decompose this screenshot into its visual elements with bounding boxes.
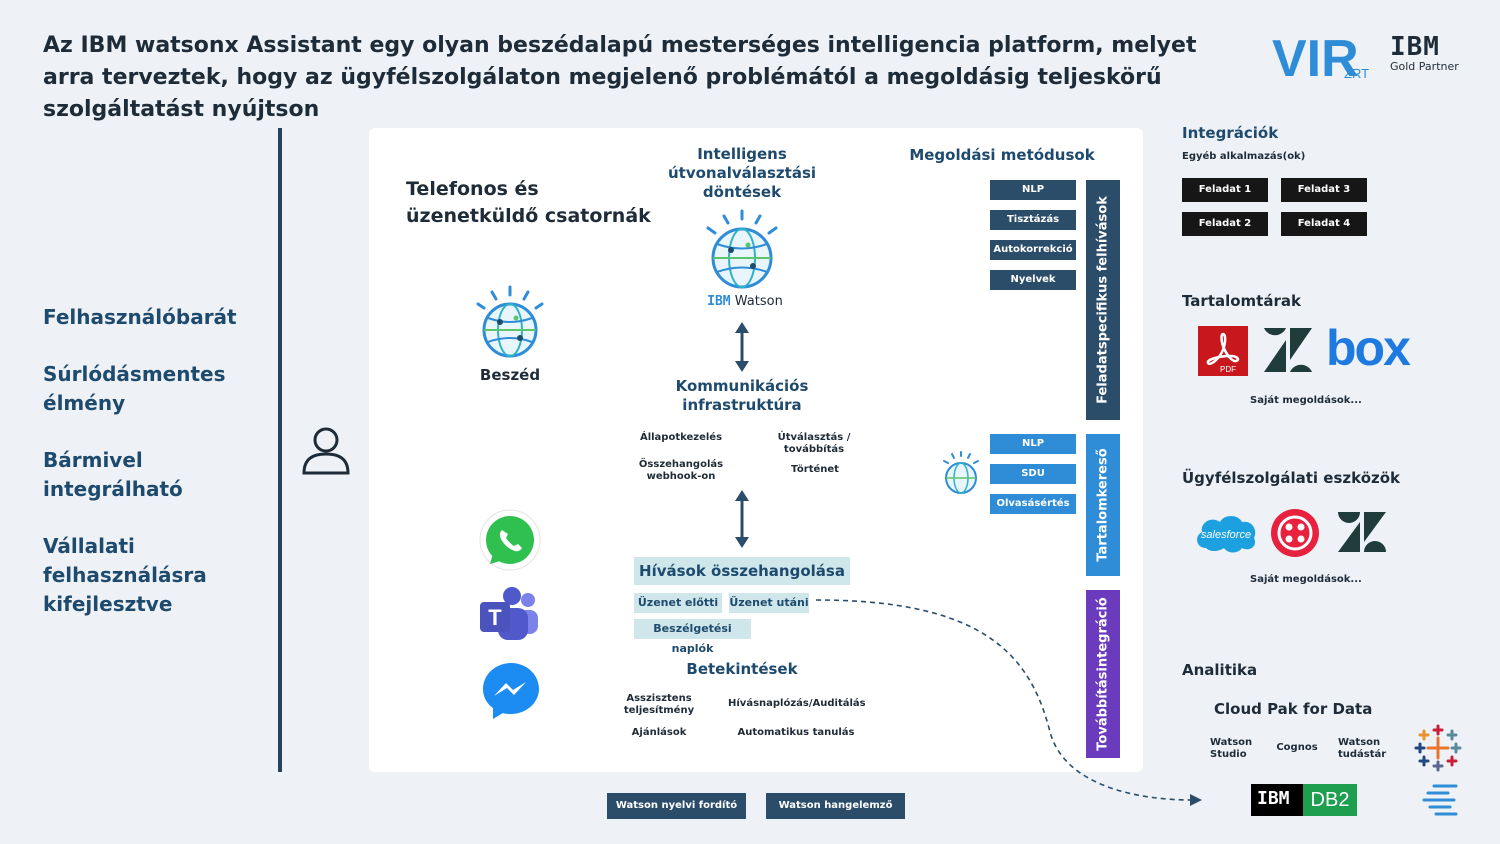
user-icon [300,424,352,476]
task-3-button[interactable]: Feladat 3 [1281,178,1367,202]
feature-frictionless: Súrlódásmentes élmény [43,362,226,415]
watson-knowledge-label: Watson tudástár [1338,737,1387,760]
forwarding-integration-bar: Továbbításintegráció [1086,590,1120,758]
salesforce-label: salesforce [1201,529,1251,541]
assistant-performance-label: Asszisztens teljesítmény [623,693,695,716]
task-pill-autocorrect: Autokorrekció [990,240,1076,260]
conversation-logs-tag: Beszélgetési naplók [634,619,751,655]
feature-user-friendly: Felhasználóbarát [43,305,237,329]
routing-title: Intelligens útvonalválasztási döntések [667,145,817,201]
pdf-icon-label: PDF [1220,365,1236,374]
insights-title: Betekintések [686,660,798,678]
speech-label: Beszéd [479,366,541,384]
zendesk-icon [1262,326,1314,374]
post-message-tag: Üzenet utáni [729,593,809,613]
whatsapp-icon[interactable] [478,508,542,572]
watson-studio-label: Watson Studio [1210,737,1253,760]
task-pill-languages: Nyelvek [990,270,1076,290]
search-pill-sdu: SDU [990,464,1076,484]
watson-name-label: Watson [734,294,783,309]
salesforce-logo: salesforce [1192,508,1260,556]
repos-title: Tartalomtárak [1182,292,1301,310]
task-specific-calls-label: Feladatspecifikus felhívások [1095,196,1111,404]
content-search-label: Tartalomkereső [1095,448,1111,562]
double-arrow-icon [732,322,752,372]
svg-text:T: T [488,605,502,630]
speech-globe-icon [470,284,550,364]
cognos-label: Cognos [1276,742,1318,753]
comm-infra-title: Kommunikációs infrastruktúra [675,377,809,414]
double-arrow-icon [732,490,752,548]
methods-title: Megoldási metódusok [909,146,1095,164]
cloud-pak-title: Cloud Pak for Data [1214,700,1373,718]
calls-orchestration-title: Hívások összehangolása [634,557,850,585]
pdf-icon: PDF [1198,326,1248,376]
ibm-db2-logo: IBM DB2 [1251,784,1357,816]
task-4-button[interactable]: Feladat 4 [1281,212,1367,236]
content-search-bar: Tartalomkereső [1086,434,1120,576]
integrations-subtitle: Egyéb alkalmazás(ok) [1182,151,1306,162]
state-management-label: Állapotkezelés [639,432,723,443]
task-pill-clarify: Tisztázás [990,210,1076,230]
analytics-title: Analitika [1182,661,1258,679]
repos-own-solutions: Saját megoldások... [1250,395,1362,406]
divider-line [278,128,282,772]
watson-small-globe-icon [940,450,982,496]
auto-learning-label: Automatikus tanulás [737,727,855,738]
ibm-logo-text: IBM [1390,32,1440,62]
twilio-icon [1270,508,1320,558]
history-label: Történet [791,464,839,475]
teams-icon[interactable]: T [478,586,542,646]
task-specific-calls-bar: Feladatspecifikus felhívások [1086,180,1120,420]
call-logging-label: Hívásnaplózás/Auditálás [728,698,866,709]
routing-forwarding-label: Útválasztás / továbbítás [777,432,851,455]
vir-logo-suffix: ZRT [1344,66,1369,81]
channels-title: Telefonos és üzenetküldő csatornák [406,178,651,227]
db2-label: DB2 [1303,784,1357,816]
pre-message-tag: Üzenet előtti [634,593,722,613]
integrations-title: Integrációk [1182,124,1279,142]
vir-logo: VIR ZRT [1272,28,1382,88]
watson-ibm-label: IBM [707,294,731,309]
webhook-orchestration-label: Összehangolás webhook-on [638,459,724,482]
service-tools-title: Ügyfélszolgálati eszközök [1182,469,1401,487]
dashed-connector-arrow [810,592,1210,812]
watson-translator-button[interactable]: Watson nyelvi fordító [607,793,746,819]
feature-integrable: Bármivel integrálható [43,448,183,501]
gold-partner-label: Gold Partner [1390,60,1459,73]
tableau-icon [1414,724,1462,772]
task-pill-nlp: NLP [990,180,1076,200]
service-own-solutions: Saját megoldások... [1250,574,1362,585]
vir-logo-text: VIR [1272,30,1359,84]
ibm-watson-label: IBM Watson [700,294,790,309]
feature-enterprise: Vállalati felhasználásra kifejlesztve [43,534,207,616]
recommendations-label: Ajánlások [631,727,687,738]
watson-globe-icon [700,208,784,294]
search-pill-nlp: NLP [990,434,1076,454]
watson-tone-analyzer-button[interactable]: Watson hangelemző [766,793,905,819]
search-pill-reading: Olvasásértés [990,494,1076,514]
messenger-icon[interactable] [480,660,542,722]
zendesk-service-icon [1336,510,1388,554]
page-title: Az IBM watsonx Assistant egy olyan beszé… [43,33,1197,122]
box-logo: box [1326,320,1411,376]
db2-ibm-label: IBM [1257,788,1290,809]
data-stack-icon [1420,782,1460,818]
task-1-button[interactable]: Feladat 1 [1182,178,1268,202]
ibm-gold-partner-logo: IBM Gold Partner [1390,32,1475,82]
task-2-button[interactable]: Feladat 2 [1182,212,1268,236]
